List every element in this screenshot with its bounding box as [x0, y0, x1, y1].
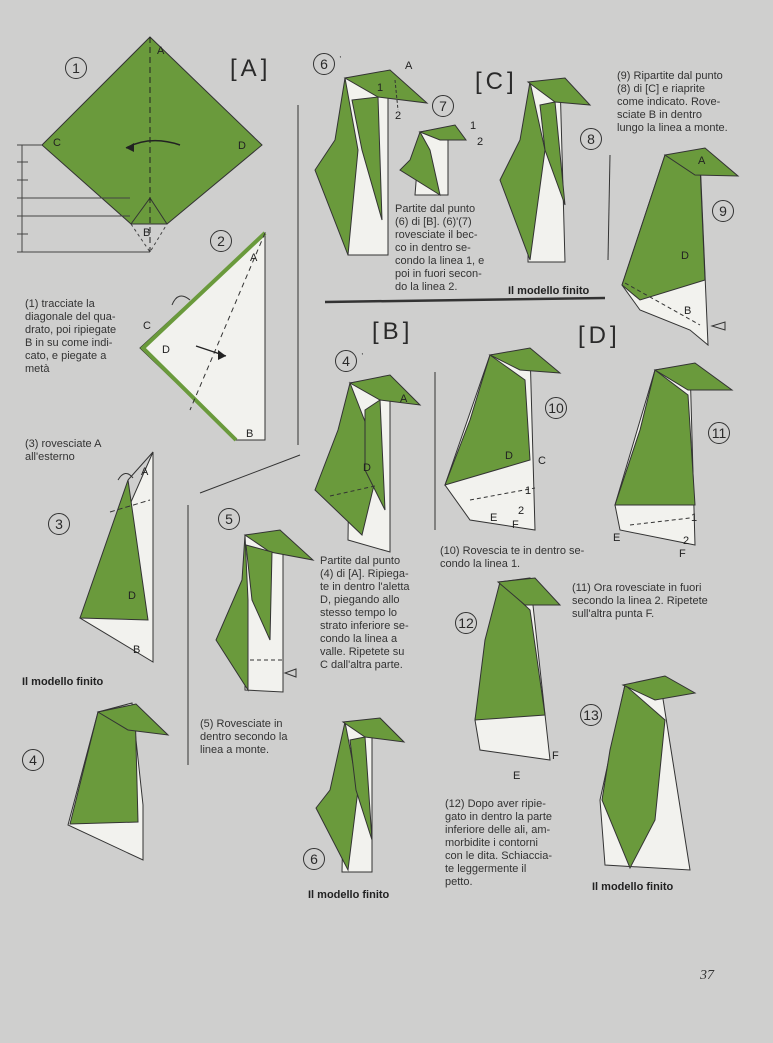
instruction-step-3: (3) rovesciate A all'esterno: [25, 438, 102, 463]
instruction-step-12: (12) Dopo aver ripie- gato in dentro la …: [445, 798, 553, 888]
step-number-6: 6: [303, 848, 325, 870]
step-number-7: 7: [432, 95, 454, 117]
diagram-step-6-bottom: [315, 717, 406, 873]
diagram-step-6-prime: [314, 69, 429, 256]
instruction-section-b: Partite dal punto (4) di [A]. Ripiega- t…: [320, 555, 410, 671]
point-label: 2: [683, 535, 690, 547]
step-number-8: 8: [580, 128, 602, 150]
point-label: D: [128, 590, 136, 602]
step-number-10: 10: [545, 397, 567, 419]
point-label: E: [613, 532, 621, 544]
point-label: D: [363, 462, 371, 474]
point-label: F: [679, 548, 686, 560]
point-label: D: [162, 344, 170, 356]
point-label: 1: [525, 485, 532, 497]
section-header-a: [A]: [230, 55, 272, 82]
point-label: F: [552, 750, 559, 762]
instruction-step-10: (10) Rovescia te in dentro se- condo la …: [440, 545, 585, 570]
step-number-12: 12: [455, 612, 477, 634]
finished-caption: Il modello finito: [22, 676, 104, 688]
point-label: B: [133, 644, 141, 656]
point-label: 1: [470, 120, 477, 132]
diagram-step-7: [399, 124, 467, 197]
diagram-step-10: [444, 347, 562, 531]
instruction-step-5: (5) Rovesciate in dentro secondo la line…: [200, 718, 288, 756]
step-number-2: 2: [210, 230, 232, 252]
diagram-step-2: [139, 231, 267, 442]
point-label: A: [250, 252, 258, 264]
step-number-13: 13: [580, 704, 602, 726]
point-label: B: [143, 227, 151, 239]
point-label: A: [141, 466, 149, 478]
point-label: C: [538, 455, 546, 467]
point-label: C: [143, 320, 151, 332]
finished-caption: Il modello finito: [592, 881, 674, 893]
section-header-b: [B]: [372, 318, 414, 345]
finished-caption: Il modello finito: [508, 285, 590, 297]
point-label: C: [53, 137, 61, 149]
point-label: 2: [395, 110, 402, 122]
point-label: 1: [691, 512, 698, 524]
diagram-step-13: [599, 675, 697, 871]
point-label: F: [512, 519, 519, 531]
point-label: E: [513, 770, 521, 782]
page-number: 37: [700, 968, 714, 983]
diagram-step-8: [499, 77, 592, 263]
step-number-5: 5: [218, 508, 240, 530]
diagram-step-9: [621, 147, 740, 347]
step-number-11: 11: [708, 422, 730, 444]
section-header-d: [D]: [578, 322, 621, 349]
point-label: 2: [518, 505, 525, 517]
point-label: E: [490, 512, 498, 524]
instruction-step-9: (9) Ripartite dal punto (8) di [C] e ria…: [617, 70, 728, 134]
finished-caption: Il modello finito: [308, 889, 390, 901]
diagram-step-3: [79, 451, 154, 663]
diagram-step-1: [17, 36, 263, 253]
point-label: D: [505, 450, 513, 462]
point-label: A: [405, 60, 413, 72]
point-label: 1: [377, 82, 384, 94]
step-number-4: 4: [22, 749, 44, 771]
point-label: A: [698, 155, 706, 167]
step-number-3: 3: [48, 513, 70, 535]
step-number-1: 1: [65, 57, 87, 79]
point-label: D: [681, 250, 689, 262]
section-header-c: [C]: [475, 68, 518, 95]
diagram-step-5: [215, 529, 315, 693]
diagram-step-12: [474, 577, 562, 761]
divider-line: [324, 296, 606, 304]
divider-line: [607, 154, 611, 261]
point-label: A: [400, 393, 408, 405]
divider-line: [199, 454, 301, 494]
instruction-step-1: (1) tracciate la diagonale del qua- drat…: [25, 298, 117, 375]
point-label: B: [684, 305, 692, 317]
point-label: B: [246, 428, 254, 440]
point-label: D: [238, 140, 246, 152]
point-label: 2: [477, 136, 484, 148]
step-number-9: 9: [712, 200, 734, 222]
step-number-4-prime: 4': [335, 350, 363, 372]
diagram-step-11: [614, 362, 734, 546]
point-label: A: [157, 45, 165, 57]
diagram-step-4-prime: [314, 374, 422, 553]
instruction-section-c: Partite dal punto (6) di [B]. (6)'(7) ro…: [395, 203, 485, 293]
instruction-step-11: (11) Ora rovesciate in fuori secondo la …: [572, 582, 708, 620]
diagram-step-4: [67, 702, 170, 861]
step-number-6-prime: 6': [313, 53, 341, 75]
